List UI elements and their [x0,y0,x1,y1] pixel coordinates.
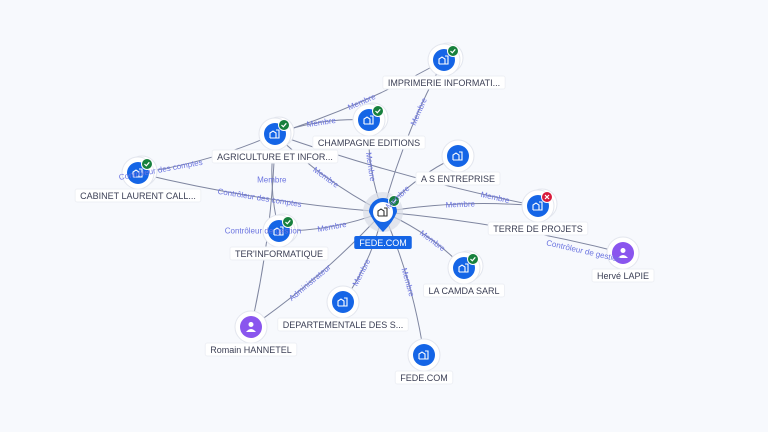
node-herve[interactable]: Hervé LAPIE [591,236,655,283]
verified-check-icon [278,119,290,131]
building-icon [132,168,143,178]
node-label: TERRE DE PROJETS [493,224,583,234]
building-icon [273,226,284,236]
edge-label: Membre [445,199,475,209]
node-dep[interactable]: DEPARTEMENTALE DES S... [277,285,409,332]
edge-label: Membre [306,116,337,129]
verified-check-icon [388,195,400,207]
edge-label: Membre [351,257,373,288]
node-cabinet[interactable]: CABINET LAURENT CALL... [74,155,202,203]
node-label: IMPRIMERIE INFORMATI... [388,78,500,88]
verified-check-icon [447,45,459,57]
building-icon [438,55,449,65]
node-as[interactable]: A S ENTREPRISE [415,139,501,186]
building-icon [452,151,463,161]
verified-check-icon [467,253,479,265]
verified-check-icon [372,105,384,117]
edge-label: Membre [364,152,377,183]
building-icon [363,115,374,125]
building-icon [418,350,429,360]
edge-label: Membre [311,165,341,190]
nodes-layer: FEDE.COM IMPRIMERIE INFORMATI... CHAMPAGNE… [74,42,655,385]
node-label: FEDE.COM [400,373,448,383]
node-label: TER'INFORMATIQUE [235,249,323,259]
edge-romain-fede[interactable] [250,211,384,328]
building-icon [532,201,543,211]
verified-check-icon [282,216,294,228]
node-label: LA CAMDA SARL [428,286,499,296]
edge-label: Membre [409,96,429,127]
building-icon [458,263,469,273]
node-label: CHAMPAGNE EDITIONS [318,138,420,148]
node-romain[interactable]: Romain HANNETEL [204,310,298,357]
edge-label: Membre [399,267,416,298]
node-fede[interactable]: FEDE.COM [354,192,412,249]
person-icon [618,248,628,258]
edge-label: Contrôleur de gestion [225,227,302,236]
node-label: AGRICULTURE ET INFOR... [217,152,333,162]
edge-cabinet-fede[interactable] [137,172,384,213]
edge-label: Membre [317,220,348,234]
building-icon [377,207,388,217]
closed-x-icon [541,191,553,203]
node-camda[interactable]: LA CAMDA SARL [422,250,506,298]
edge-label: Membre [257,176,287,185]
node-label: DEPARTEMENTALE DES S... [283,320,404,330]
node-ter[interactable]: TER'INFORMATIQUE [229,213,329,261]
verified-check-icon [141,158,153,170]
edge-agriculture-terre[interactable] [274,133,539,207]
edge-label: Administrateur [287,263,333,303]
node-champagne[interactable]: CHAMPAGNE EDITIONS [312,102,426,150]
node-fede2[interactable]: FEDE.COM [394,338,454,385]
building-icon [269,129,280,139]
node-imprimerie[interactable]: IMPRIMERIE INFORMATI... [382,42,506,90]
node-label: CABINET LAURENT CALL... [80,191,196,201]
person-icon [246,322,256,332]
node-label: Hervé LAPIE [597,271,649,281]
building-icon [337,297,348,307]
edge-label: Membre [418,229,447,254]
node-label: A S ENTREPRISE [421,174,495,184]
node-label: FEDE.COM [359,238,407,248]
node-label: Romain HANNETEL [210,345,292,355]
node-agriculture[interactable]: AGRICULTURE ET INFOR... [211,116,339,164]
edge-label: Contrôleur des comptes [217,187,302,209]
edge-label: Membre [480,190,511,205]
node-terre[interactable]: TERRE DE PROJETS [487,188,589,236]
